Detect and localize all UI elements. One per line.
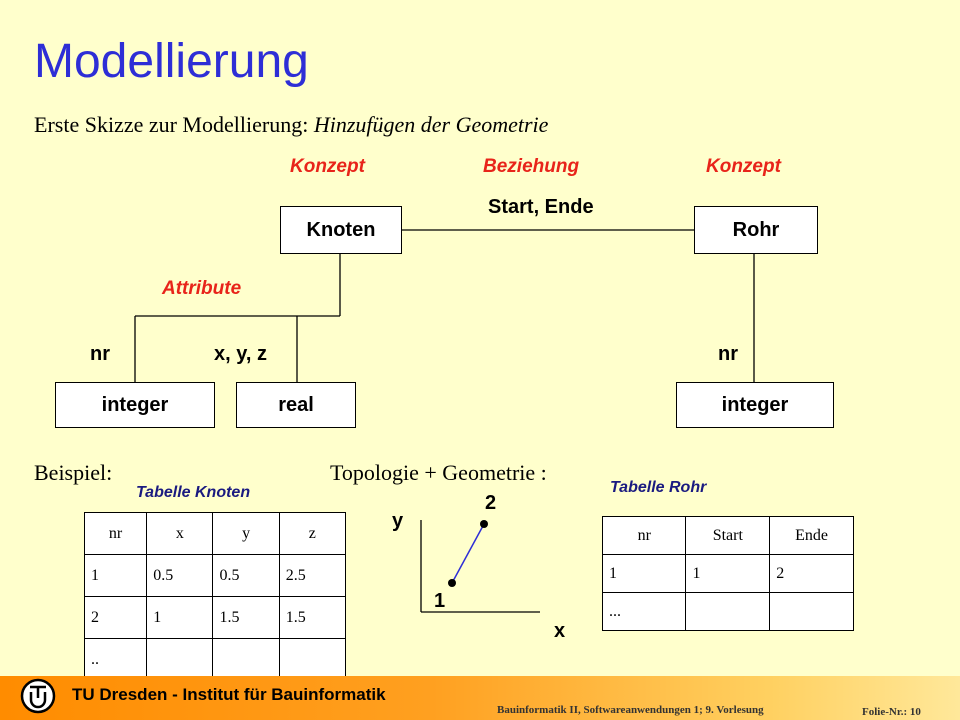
attr-xyz: x, y, z bbox=[214, 343, 267, 365]
table-cell: 2 bbox=[769, 554, 854, 593]
relation-label: Beziehung bbox=[483, 156, 580, 177]
table-knoten: nr x y z 1 0.5 0.5 2.5 2 1 1.5 1.5 .. bbox=[83, 512, 347, 681]
table-knoten-caption: Tabelle Knoten bbox=[136, 484, 251, 501]
attributes-label: Attribute bbox=[162, 278, 242, 299]
concept-left-label: Konzept bbox=[290, 156, 365, 177]
integer-box-right: integer bbox=[676, 382, 834, 428]
table-cell: 1.5 bbox=[278, 596, 347, 639]
table-rohr: nr Start Ende 1 1 2 ... bbox=[601, 516, 854, 631]
table-cell: ... bbox=[601, 592, 687, 631]
table-cell: .. bbox=[83, 638, 148, 681]
table-cell: 2.5 bbox=[278, 554, 347, 597]
table-header-cell: z bbox=[278, 512, 347, 555]
attr-nr-left: nr bbox=[90, 343, 110, 365]
table-cell: 0.5 bbox=[146, 554, 214, 597]
concept-right-label: Konzept bbox=[706, 156, 781, 177]
table-header-cell: nr bbox=[601, 516, 687, 555]
example-label: Beispiel: bbox=[34, 460, 113, 485]
table-cell: 2 bbox=[83, 596, 148, 639]
table-cell: 1 bbox=[601, 554, 687, 593]
point-1-marker bbox=[448, 579, 456, 587]
rohr-box-label: Rohr bbox=[732, 218, 780, 241]
plot-point-1-label: 1 bbox=[434, 590, 446, 612]
integer-box-left-label: integer bbox=[101, 393, 169, 416]
attr-nr-right: nr bbox=[718, 343, 738, 365]
rohr-box: Rohr bbox=[694, 206, 818, 254]
table-cell bbox=[769, 592, 854, 631]
footer-institution: TU Dresden - Institut für Bauinformatik bbox=[72, 685, 386, 704]
subtitle-plain: Erste Skizze zur Modellierung: bbox=[34, 112, 314, 137]
table-cell bbox=[146, 638, 214, 681]
footer-slide-number: Folie-Nr.: 10 bbox=[862, 706, 921, 718]
knoten-box: Knoten bbox=[280, 206, 402, 254]
table-row: ... bbox=[601, 592, 854, 631]
plot-axis-y-label: y bbox=[392, 510, 404, 532]
footer-course: Bauinformatik II, Softwareanwendungen 1;… bbox=[497, 704, 764, 716]
plot-axis-x-label: x bbox=[554, 620, 566, 642]
table-row: 1 1 2 bbox=[601, 554, 854, 593]
table-cell: 1 bbox=[685, 554, 771, 593]
table-row: .. bbox=[83, 638, 347, 681]
table-cell bbox=[212, 638, 280, 681]
table-cell bbox=[685, 592, 771, 631]
plot-point-2-label: 2 bbox=[485, 492, 497, 514]
table-row: 1 0.5 0.5 2.5 bbox=[83, 554, 347, 597]
table-header-cell: y bbox=[212, 512, 280, 555]
integer-box-left: integer bbox=[55, 382, 215, 428]
real-box-label: real bbox=[278, 393, 314, 416]
table-cell bbox=[278, 638, 347, 681]
point-2-marker bbox=[480, 520, 488, 528]
relation-name: Start, Ende bbox=[488, 196, 594, 218]
table-header-cell: x bbox=[146, 512, 214, 555]
table-header-cell: Start bbox=[685, 516, 771, 555]
table-rohr-caption: Tabelle Rohr bbox=[610, 479, 707, 496]
table-cell: 1 bbox=[146, 596, 214, 639]
knoten-box-label: Knoten bbox=[306, 218, 376, 241]
topology-label: Topologie + Geometrie : bbox=[330, 460, 547, 485]
slide-title: Modellierung bbox=[34, 35, 309, 88]
real-box: real bbox=[236, 382, 356, 428]
table-cell: 1.5 bbox=[212, 596, 280, 639]
table-row: nr x y z bbox=[83, 512, 347, 555]
tu-dresden-logo-icon bbox=[20, 678, 56, 714]
table-header-cell: nr bbox=[83, 512, 148, 555]
footer-bar bbox=[0, 676, 960, 720]
table-header-cell: Ende bbox=[769, 516, 854, 555]
table-cell: 1 bbox=[83, 554, 148, 597]
table-row: nr Start Ende bbox=[601, 516, 854, 555]
table-cell: 0.5 bbox=[212, 554, 280, 597]
subtitle-italic: Hinzufügen der Geometrie bbox=[313, 112, 549, 137]
slide-subtitle: Erste Skizze zur Modellierung: Hinzufüge… bbox=[34, 112, 548, 138]
integer-box-right-label: integer bbox=[721, 393, 789, 416]
table-row: 2 1 1.5 1.5 bbox=[83, 596, 347, 639]
